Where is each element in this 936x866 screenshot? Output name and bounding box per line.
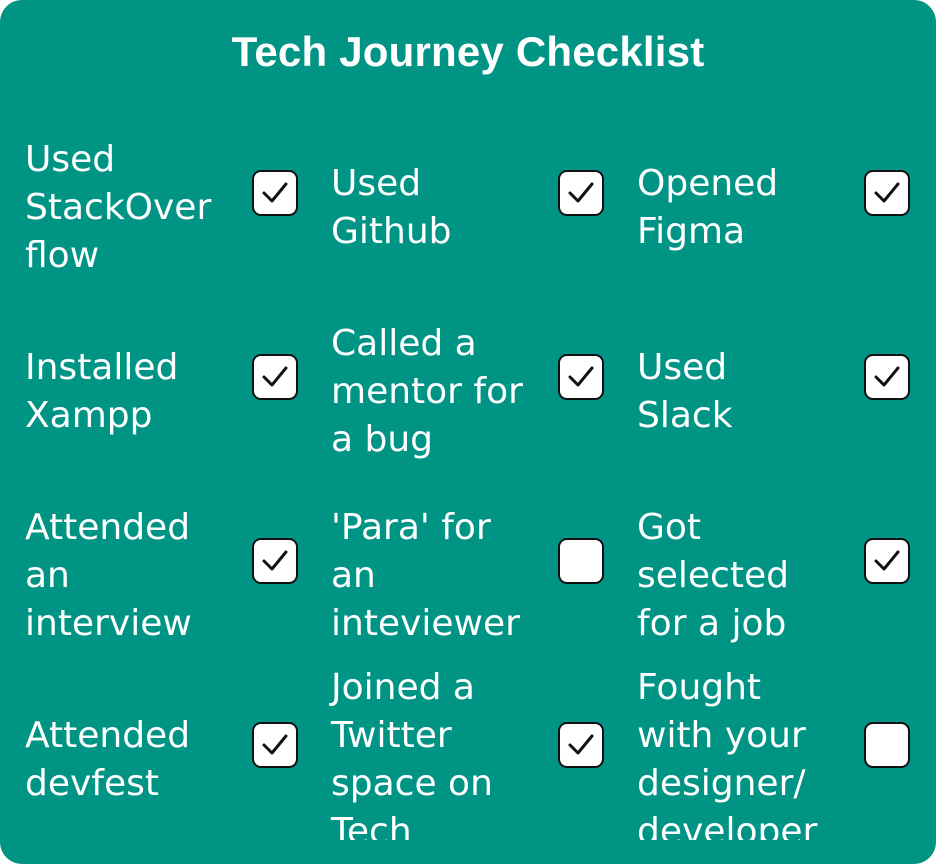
checklist-item: Opened Figma: [612, 120, 918, 300]
checkbox[interactable]: [558, 722, 604, 768]
checklist-item-label: Used StackOver flow: [25, 139, 212, 276]
checklist-item: Used Slack: [612, 300, 918, 484]
checkmark-icon: [568, 366, 594, 387]
checklist-item-label: Installed Xampp: [25, 347, 179, 436]
checklist-item-label: Used Slack: [637, 347, 733, 436]
checklist-item-label: Opened Figma: [637, 163, 779, 252]
checklist-item-label: Joined a Twitter space on Tech: [331, 667, 493, 840]
checkbox[interactable]: [558, 354, 604, 400]
checklist-item: Attended an interview: [0, 484, 306, 668]
checkbox[interactable]: [558, 538, 604, 584]
checkbox[interactable]: [252, 170, 298, 216]
checkbox[interactable]: [864, 354, 910, 400]
checklist-item: Joined a Twitter space on Tech: [306, 667, 612, 840]
checklist-item-label: Called a mentor for a bug: [331, 323, 523, 460]
checkmark-icon: [262, 550, 288, 571]
checklist-item: 'Para' for an inteviewer: [306, 484, 612, 668]
checkmark-icon: [262, 366, 288, 387]
checkmark-icon: [262, 734, 288, 755]
checkmark-icon: [262, 182, 288, 203]
checkbox[interactable]: [252, 354, 298, 400]
checklist-grid: Used StackOver flow Used Github Opened F…: [0, 120, 936, 840]
checkmark-icon: [874, 366, 900, 387]
checklist-item: Used StackOver flow: [0, 120, 306, 300]
checkbox[interactable]: [864, 722, 910, 768]
checkbox[interactable]: [558, 170, 604, 216]
checklist-item-label: 'Para' for an inteviewer: [331, 507, 520, 644]
checklist-item: Got selected for a job: [612, 484, 918, 668]
checkbox[interactable]: [864, 170, 910, 216]
checklist-item-label: Attended devfest: [25, 715, 191, 804]
checkbox[interactable]: [252, 722, 298, 768]
checkmark-icon: [568, 734, 594, 755]
checklist-item: Attended devfest: [0, 668, 306, 840]
checklist-title: Tech Journey Checklist: [231, 28, 705, 75]
checklist-item: Used Github: [306, 120, 612, 300]
checklist-item-label: Attended an interview: [25, 507, 192, 644]
checklist-item: Installed Xampp: [0, 300, 306, 484]
checklist-item-label: Got selected for a job: [637, 507, 789, 644]
checklist-item-label: Fought with your designer/ developer: [637, 667, 818, 840]
checklist-item: Fought with your designer/ developer: [612, 667, 918, 840]
checkmark-icon: [568, 182, 594, 203]
checklist-item-label: Used Github: [331, 163, 452, 252]
checkbox[interactable]: [864, 538, 910, 584]
checkbox[interactable]: [252, 538, 298, 584]
checkmark-icon: [874, 182, 900, 203]
checklist-item: Called a mentor for a bug: [306, 300, 612, 484]
checkmark-icon: [874, 550, 900, 571]
